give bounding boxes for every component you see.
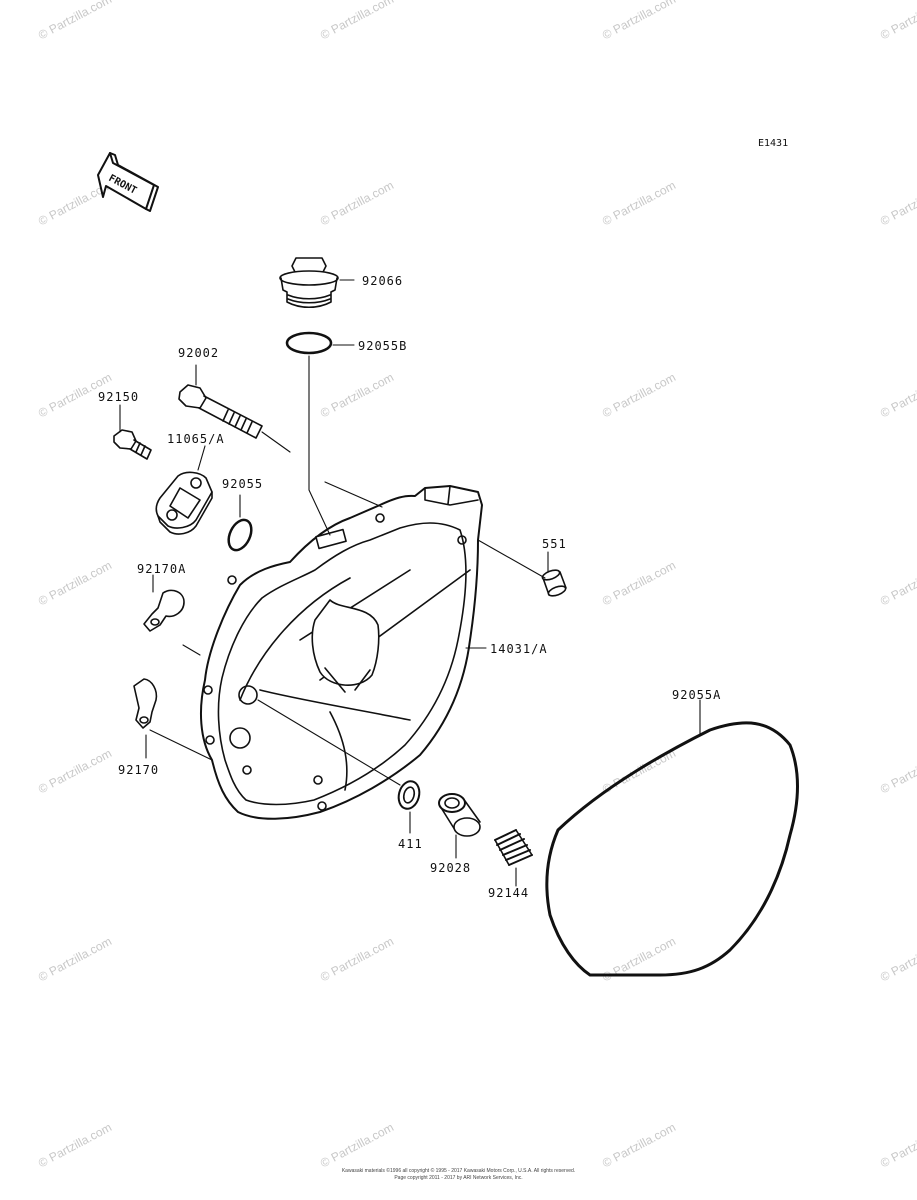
part-label-92028[interactable]: 92028 [430, 861, 472, 875]
part-label-92170[interactable]: 92170 [118, 763, 160, 777]
part-14031a-cover [199, 485, 483, 820]
part-92150-bolt [113, 429, 152, 460]
part-label-14031a[interactable]: 14031/A [490, 642, 548, 656]
part-label-411[interactable]: 411 [398, 837, 423, 851]
part-label-92055[interactable]: 92055 [222, 477, 264, 491]
part-label-11065a[interactable]: 11065/A [167, 432, 225, 446]
part-label-92150[interactable]: 92150 [98, 390, 140, 404]
part-label-551[interactable]: 551 [542, 537, 567, 551]
part-551-dowel [541, 569, 567, 597]
part-92170a-clamp [143, 589, 185, 632]
part-92055a-gasket [545, 721, 799, 977]
diagram-code: E1431 [758, 138, 789, 149]
part-label-92055b[interactable]: 92055B [358, 339, 408, 353]
part-92170-clamp [133, 678, 158, 729]
part-label-92170a[interactable]: 92170A [137, 562, 187, 576]
part-92002-bolt [178, 384, 263, 439]
leader-lines [119, 279, 701, 887]
front-arrow-icon: FRONT [97, 152, 159, 212]
part-92066-plug [279, 257, 339, 309]
footer-copyright: Kawasaki materials ©1996 all copyright ©… [341, 1168, 576, 1174]
footer-copyright-2: Page copyright 2011 - 2017 by ARI Networ… [394, 1175, 523, 1181]
part-label-92002[interactable]: 92002 [178, 346, 220, 360]
part-label-92144[interactable]: 92144 [488, 886, 530, 900]
part-92144-spring [494, 829, 533, 866]
part-92055-oring [227, 518, 253, 552]
part-411-washer [397, 780, 421, 810]
part-92028-bushing [438, 793, 481, 837]
part-11065a-plate [155, 471, 213, 535]
part-label-92066[interactable]: 92066 [362, 274, 404, 288]
part-label-92055a[interactable]: 92055A [672, 688, 722, 702]
part-92055b-oring [285, 331, 333, 355]
